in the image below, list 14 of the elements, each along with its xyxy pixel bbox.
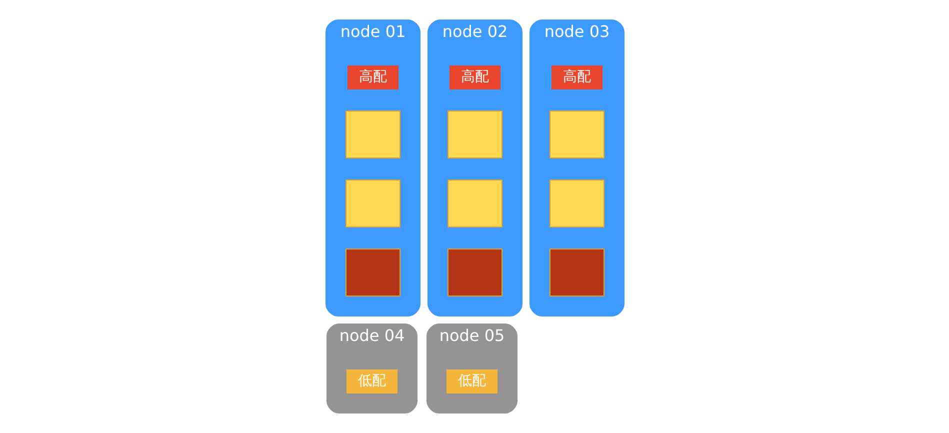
node-box [549,180,604,228]
node-box [447,180,502,228]
node-box [345,110,400,158]
node-box [345,248,400,296]
node-box: 低配 [446,370,497,394]
node-box [447,248,502,296]
node-box: 高配 [449,66,500,90]
node-box [447,110,502,158]
node-box [549,110,604,158]
node-box: 高配 [347,66,398,90]
node-box: 低配 [346,370,397,394]
node-box [345,180,400,228]
node-box [549,248,604,296]
node-box: 高配 [551,66,602,90]
